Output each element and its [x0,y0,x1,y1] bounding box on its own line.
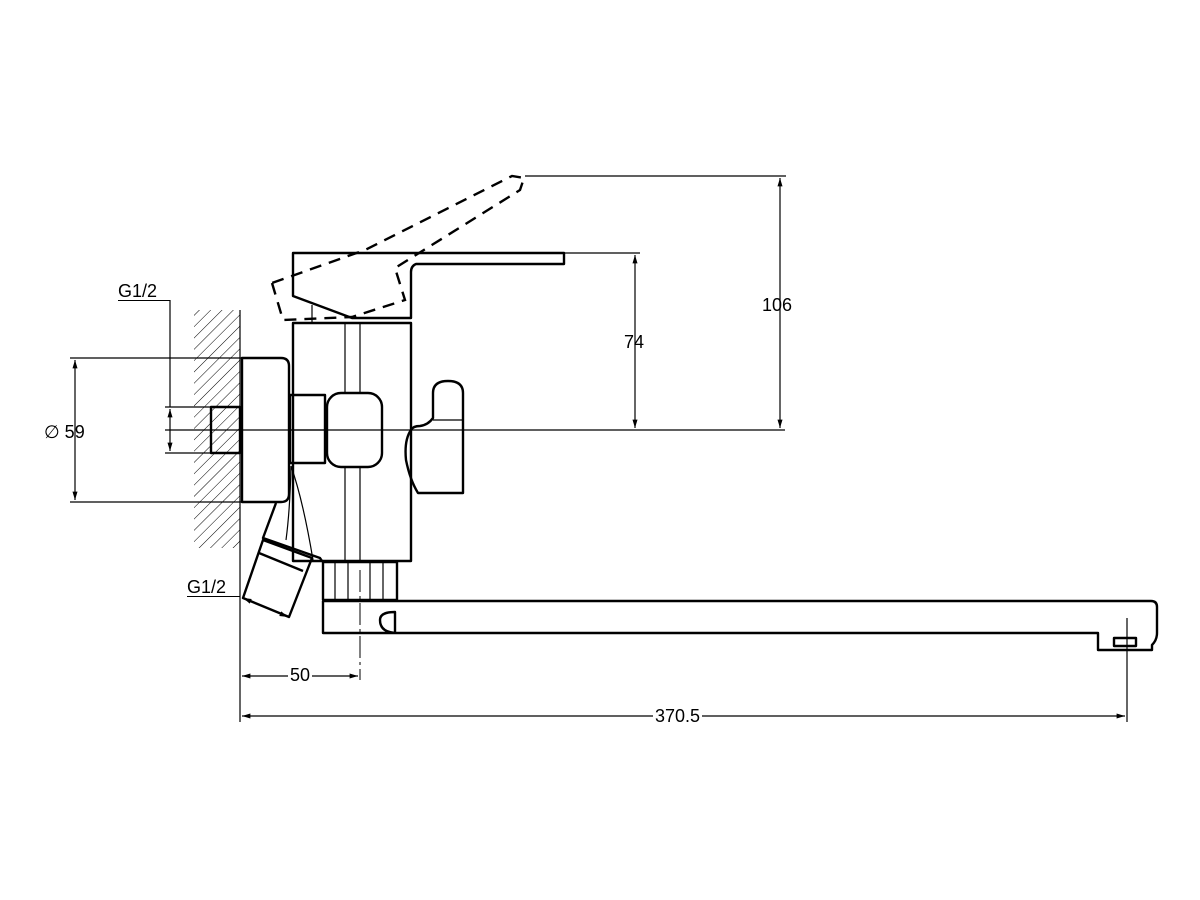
g12-bottom-dim [242,597,289,618]
dim-label-106: 106 [762,295,793,315]
angled-inlet-groove [258,551,304,573]
lever-dashed-open-position [270,174,526,322]
wall-hatch [194,310,240,548]
angled-inlet-curve [290,465,314,561]
mixer-body [291,321,413,563]
dim-label-diameter-59: ∅ 59 [44,422,85,442]
spout [321,599,1159,652]
angled-inlet [261,502,323,562]
angled-inlet-fitting [241,538,314,619]
escutcheon [240,356,291,504]
lever-handle [291,251,566,320]
angled-inlet-curve-2 [285,465,292,541]
dim-label-g12-top: G1/2 [118,282,170,301]
aerator [1112,636,1138,648]
connector-block [325,391,384,469]
inlet-pipe-stub [209,405,242,455]
dim-label-50: 50 [288,665,313,685]
dim-label-g12-bottom: G1/2 [187,578,240,597]
hex-nut [288,393,327,465]
diverter-knob [404,379,465,495]
dim-label-74: 74 [624,332,645,352]
dim-label-370-5: 370.5 [653,706,703,726]
